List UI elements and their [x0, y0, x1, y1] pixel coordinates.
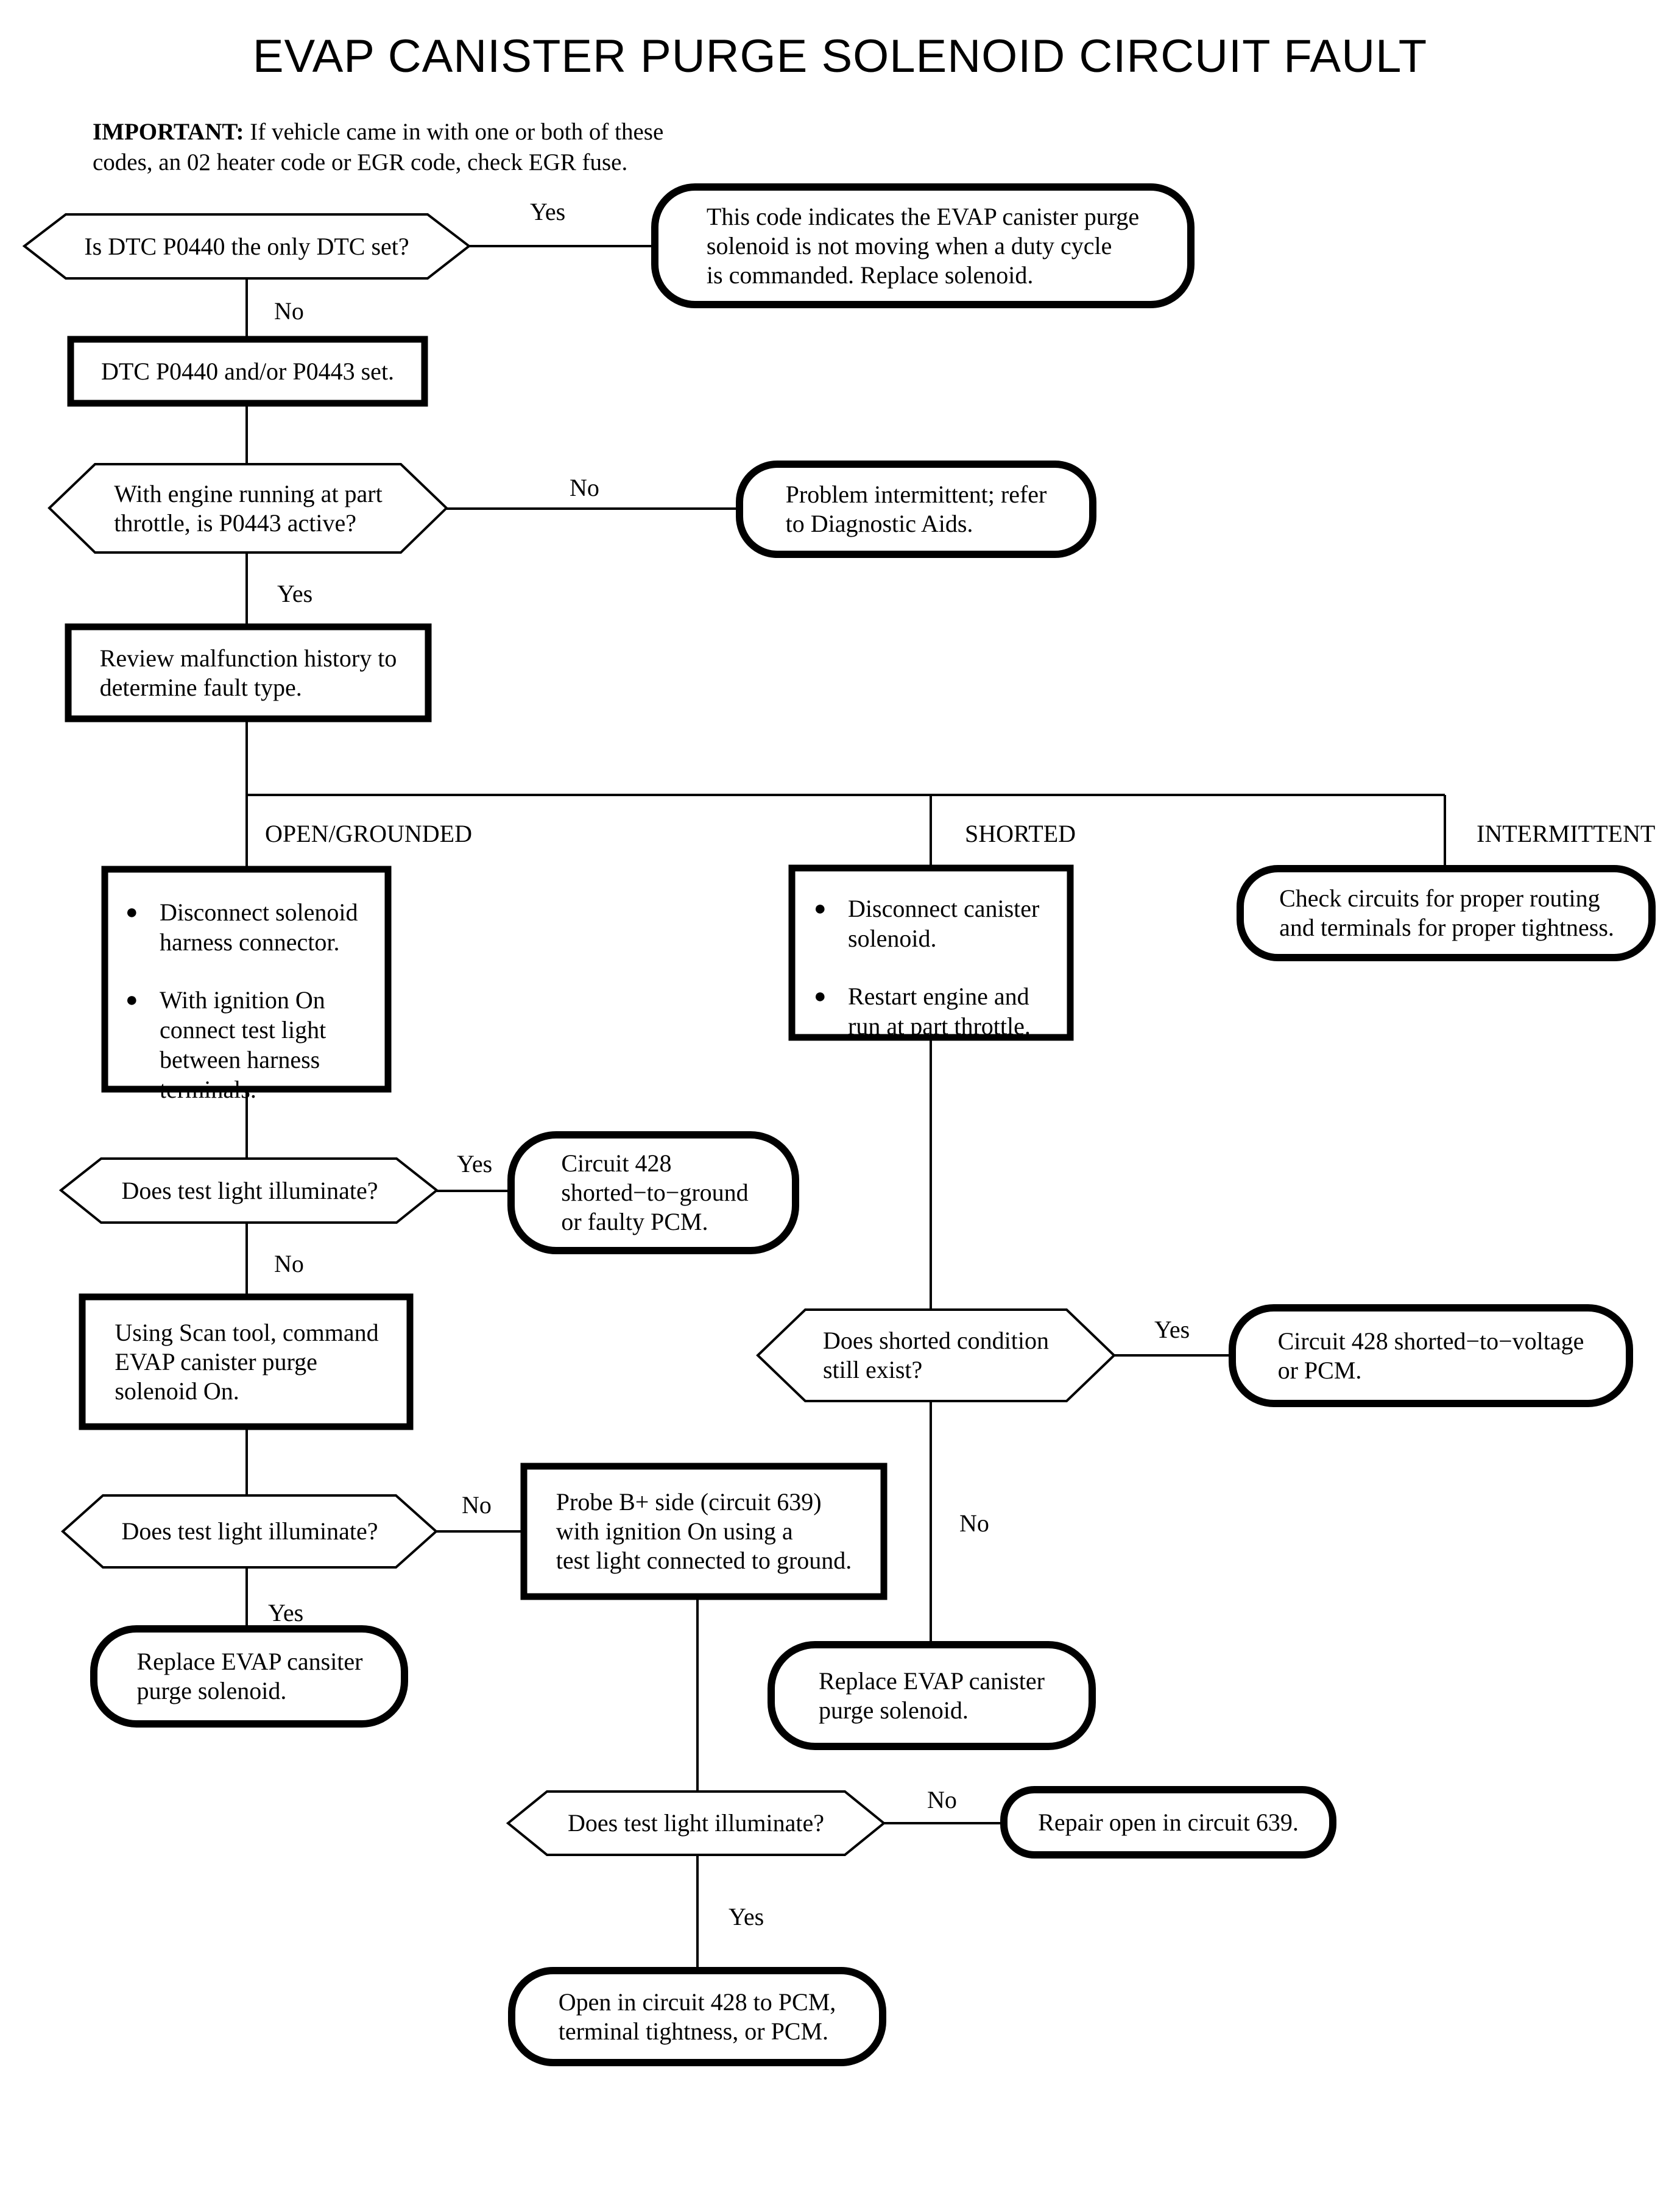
process-probe-b: Probe B+ side (circuit 639) with ignitio… [556, 1488, 852, 1574]
terminal-open-428: Open in circuit 428 to PCM, terminal tig… [558, 1988, 836, 2045]
terminal-replace-canister: Replace EVAP canister purge solenoid. [819, 1667, 1045, 1724]
important-note: IMPORTANT: If vehicle came in with one o… [93, 117, 663, 178]
bullet-icon: ● [125, 989, 138, 1011]
edge-label-no: No [274, 297, 304, 325]
decision-test-light-3: Does test light illuminate? [567, 1809, 825, 1837]
list-item: ● Disconnect canister solenoid. [814, 894, 1062, 953]
decision-dtc-only-shape [22, 213, 471, 280]
process-review-history: Review malfunction history to determine … [99, 644, 397, 701]
process-shorted-steps: ● Disconnect canister solenoid. ● Restar… [792, 868, 1070, 1040]
branch-label-open-grounded: OPEN/GROUNDED [265, 820, 472, 847]
list-item: ● Restart engine and run at part throttl… [814, 981, 1062, 1041]
important-note-line2: codes, an 02 heater code or EGR code, ch… [93, 149, 628, 175]
terminal-replace-canister-shape [768, 1641, 1096, 1750]
terminal-check-circuits-shape [1237, 865, 1656, 961]
process-probe-b-shape [520, 1463, 888, 1600]
edge-label-no: No [959, 1509, 989, 1537]
terminal-check-circuits: Check circuits for proper routing and te… [1279, 884, 1614, 941]
terminal-replace-cansiter: Replace EVAP cansiter purge solenoid. [136, 1648, 363, 1704]
terminal-open-428-shape [508, 1967, 886, 2066]
terminal-circuit428-voltage: Circuit 428 shorted−to−voltage or PCM. [1277, 1327, 1584, 1384]
decision-p0443-active: With engine running at part throttle, is… [114, 479, 383, 537]
decision-shorted-exist-shape [756, 1308, 1116, 1402]
decision-test-light-2: Does test light illuminate? [121, 1517, 378, 1545]
process-dtc-set-shape [67, 336, 428, 407]
decision-test-light-1: Does test light illuminate? [121, 1176, 378, 1204]
terminal-circuit428-ground-shape [507, 1131, 799, 1254]
process-review-history-shape [65, 623, 432, 722]
terminal-replace-solenoid: This code indicates the EVAP canister pu… [706, 202, 1140, 289]
edge-label-no: No [462, 1491, 492, 1519]
terminal-repair-639: Repair open in circuit 639. [1038, 1808, 1299, 1836]
process-shorted-steps-shape [788, 864, 1074, 1041]
decision-test-light-3-shape [506, 1790, 886, 1856]
process-scan-tool-shape [79, 1293, 414, 1430]
branch-label-intermittent: INTERMITTENT [1477, 820, 1656, 847]
terminal-problem-intermittent: Problem intermittent; refer to Diagnosti… [785, 481, 1047, 537]
page-title: EVAP CANISTER PURGE SOLENOID CIRCUIT FAU… [252, 30, 1428, 82]
edge-label-no: No [927, 1786, 957, 1813]
edge-label-yes: Yes [268, 1599, 304, 1626]
process-dtc-set: DTC P0440 and/or P0443 set. [101, 357, 395, 385]
decision-test-light-2-shape [60, 1494, 439, 1569]
terminal-repair-639-shape [1000, 1786, 1336, 1859]
process-scan-tool: Using Scan tool, command EVAP canister p… [115, 1318, 379, 1405]
decision-dtc-only: Is DTC P0440 the only DTC set? [84, 232, 409, 260]
terminal-problem-intermittent-shape [736, 461, 1096, 558]
important-note-line1: If vehicle came in with one or both of t… [244, 119, 664, 145]
step-text: With ignition On connect test light betw… [160, 986, 326, 1103]
edge-label-yes: Yes [530, 198, 566, 225]
bullet-icon: ● [125, 901, 138, 923]
list-item: ● Disconnect solenoid harness connector. [125, 897, 377, 957]
step-text: Disconnect canister solenoid. [848, 895, 1040, 952]
terminal-circuit428-voltage-shape [1229, 1304, 1633, 1407]
branch-label-shorted: SHORTED [965, 820, 1076, 847]
decision-p0443-active-shape [48, 463, 448, 554]
terminal-replace-solenoid-shape [651, 183, 1195, 308]
decision-shorted-exist: Does shorted condition still exist? [822, 1327, 1050, 1383]
edge-label-no: No [570, 474, 599, 501]
bullet-icon: ● [814, 897, 827, 920]
process-open-steps: ● Disconnect solenoid harness connector.… [105, 869, 388, 1103]
edge-label-yes: Yes [729, 1903, 764, 1930]
decision-test-light-1-shape [58, 1157, 439, 1224]
important-note-prefix: IMPORTANT: [93, 119, 244, 145]
list-item: ● With ignition On connect test light be… [125, 985, 377, 1104]
edge-label-yes: Yes [1154, 1316, 1190, 1343]
edge-label-yes: Yes [277, 580, 313, 607]
terminal-replace-cansiter-shape [90, 1625, 408, 1728]
edge-label-yes: Yes [457, 1150, 493, 1177]
process-open-steps-shape [101, 866, 392, 1093]
terminal-circuit428-ground: Circuit 428 shorted−to−ground or faulty … [561, 1149, 749, 1235]
edge-label-no: No [274, 1250, 304, 1277]
step-text: Restart engine and run at part throttle. [848, 983, 1031, 1040]
bullet-icon: ● [814, 985, 827, 1008]
step-text: Disconnect solenoid harness connector. [160, 898, 358, 956]
